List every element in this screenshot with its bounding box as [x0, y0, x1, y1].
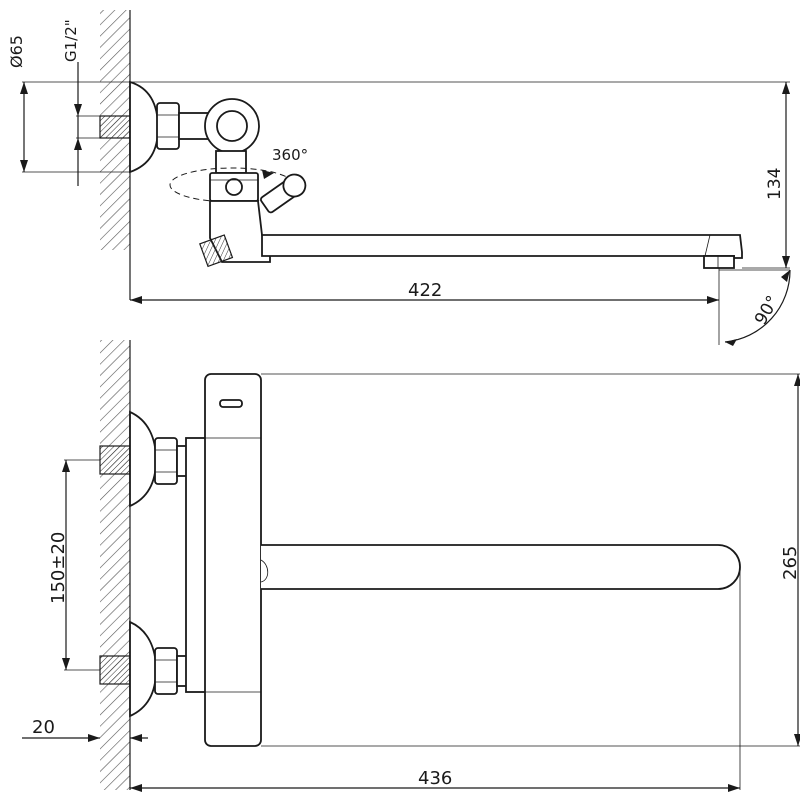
spout-top: [261, 234, 743, 259]
connection-nut-top: [156, 102, 180, 150]
mixer-body-plan: [185, 437, 207, 693]
shower-outlet-thread: [199, 234, 234, 268]
diverter-knob: [260, 173, 307, 214]
wall-flange-top: [129, 80, 159, 174]
inlet-thread-top: [99, 115, 131, 139]
inlet-thread-lower: [99, 655, 131, 685]
rotation-label: 360°: [272, 146, 308, 164]
height-top-label: 134: [765, 168, 785, 200]
bottom-view: 150±20 20 265 436: [22, 340, 800, 792]
top-view: 360° Ø65 G1/2": [7, 10, 791, 346]
mixer-housing-plan: [204, 373, 262, 747]
diameter-label: Ø65: [7, 35, 26, 68]
spacing-label: 150±20: [48, 532, 69, 604]
length-bottom-label: 436: [418, 768, 452, 789]
wall-hatch-bottom: [100, 340, 130, 790]
spout-plan: [261, 544, 741, 590]
length-top-label: 422: [408, 280, 442, 301]
swivel-arc: [724, 269, 791, 343]
wall-offset-label: 20: [32, 717, 55, 738]
inlet-thread-upper: [99, 445, 131, 475]
thread-label: G1/2": [62, 19, 80, 62]
aerator: [703, 255, 735, 269]
height-side-label: 265: [780, 546, 800, 580]
swivel-angle-label: 90°: [751, 292, 783, 328]
